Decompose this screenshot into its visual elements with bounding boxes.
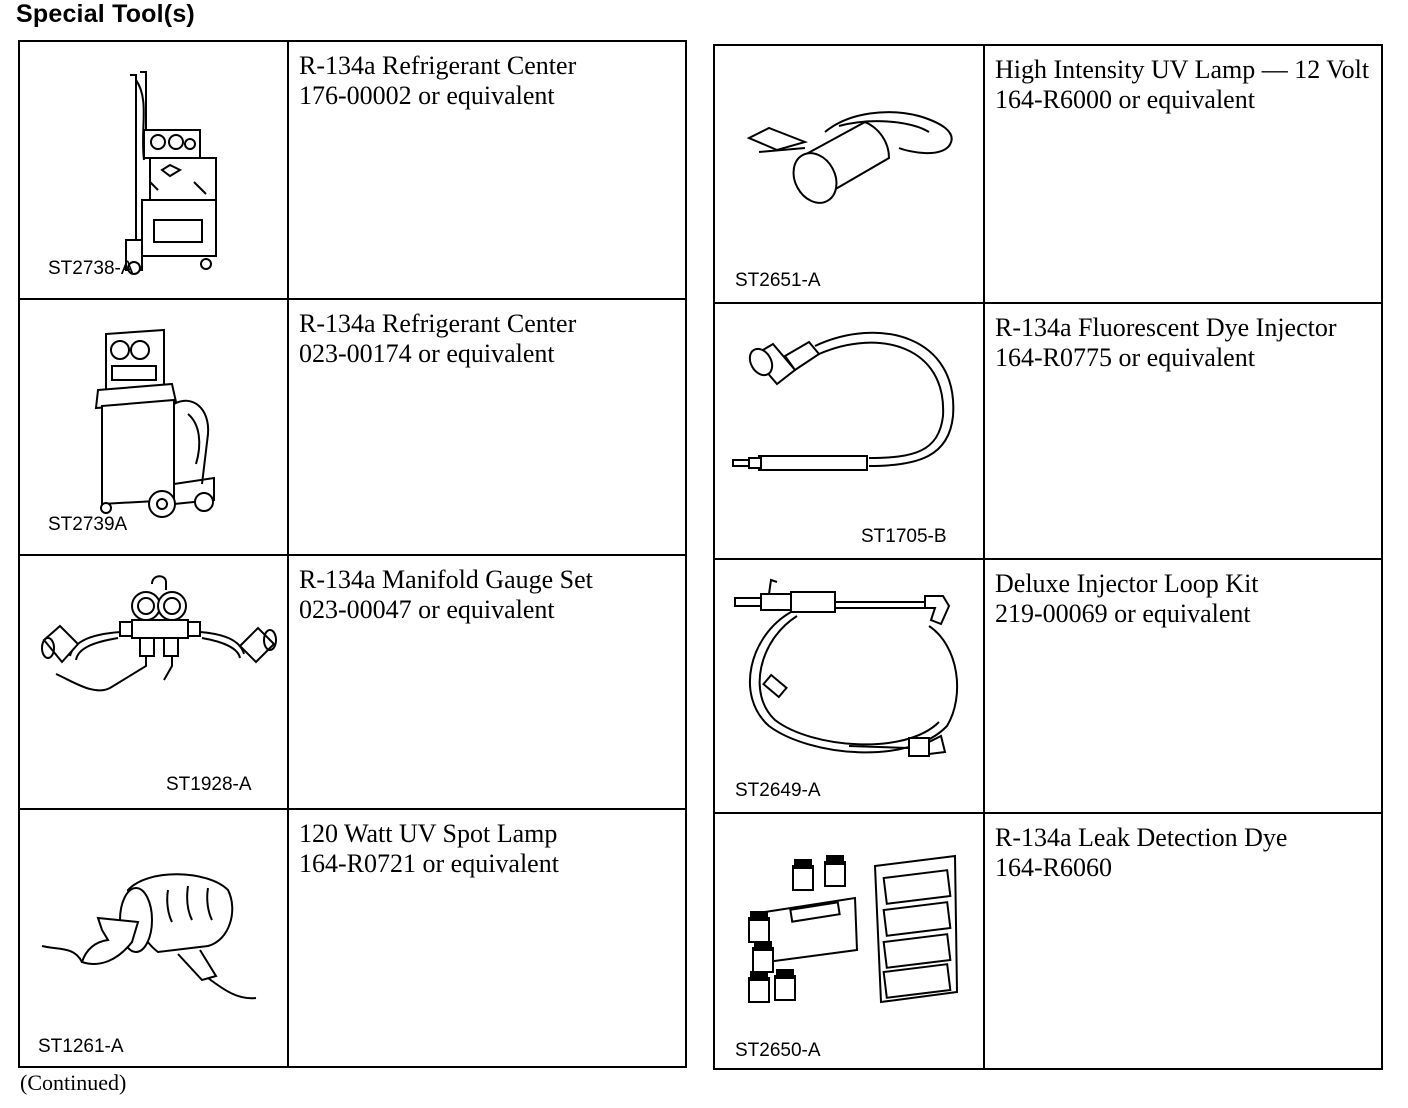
refrigerant-recovery-station-icon xyxy=(94,328,215,518)
tool-code: ST2738-A xyxy=(48,258,134,279)
tool-illustration-cell: ST1928-A xyxy=(20,556,289,810)
tool-name: Deluxe Injector Loop Kit xyxy=(995,569,1259,598)
tool-illustration-cell: ST1261-A xyxy=(20,810,289,1066)
tool-description: R-134a Refrigerant Center 023-00174 or e… xyxy=(289,300,685,556)
tool-row: ST2649-A Deluxe Injector Loop Kit 219-00… xyxy=(715,558,1381,814)
tool-illustration-cell: ST1705-B xyxy=(715,304,985,560)
tool-code: ST1261-A xyxy=(38,1036,124,1057)
refrigerant-center-cart-icon xyxy=(125,71,217,275)
uv-spot-lamp-icon xyxy=(41,873,257,1000)
tool-description: High Intensity UV Lamp — 12 Volt 164-R60… xyxy=(985,46,1381,304)
tool-illustration-cell: ST2649-A xyxy=(715,560,985,814)
tool-row: ST1928-A R-134a Manifold Gauge Set 023-0… xyxy=(20,554,685,810)
tool-illustration-cell: ST2738-A xyxy=(20,42,289,300)
tool-row: ST2738-A R-134a Refrigerant Center 176-0… xyxy=(20,42,685,300)
tool-part-number: 164-R0721 or equivalent xyxy=(299,849,559,878)
tool-description: R-134a Manifold Gauge Set 023-00047 or e… xyxy=(289,556,685,810)
dye-injector-icon xyxy=(732,331,955,471)
tool-row: ST2739A R-134a Refrigerant Center 023-00… xyxy=(20,298,685,556)
tool-name: R-134a Manifold Gauge Set xyxy=(299,565,593,594)
continued-note: (Continued) xyxy=(20,1070,127,1095)
tool-description: 120 Watt UV Spot Lamp 164-R0721 or equiv… xyxy=(289,810,685,1066)
tool-illustration-cell: ST2651-A xyxy=(715,46,985,304)
tool-code: ST2739A xyxy=(48,514,128,535)
tool-name: High Intensity UV Lamp — 12 Volt xyxy=(995,55,1370,84)
tool-row: ST2651-A High Intensity UV Lamp — 12 Vol… xyxy=(715,46,1381,304)
tool-part-number: 023-00174 or equivalent xyxy=(299,339,555,368)
tool-description: Deluxe Injector Loop Kit 219-00069 or eq… xyxy=(985,560,1381,814)
tool-part-number: 164-R6000 or equivalent xyxy=(995,85,1255,114)
tool-part-number: 164-R6060 xyxy=(995,853,1112,882)
tool-description: R-134a Leak Detection Dye 164-R6060 xyxy=(985,814,1381,1070)
tool-row: ST1261-A 120 Watt UV Spot Lamp 164-R0721… xyxy=(20,808,685,1066)
tool-code: ST1705-B xyxy=(861,526,947,547)
tool-description: R-134a Refrigerant Center 176-00002 or e… xyxy=(289,42,685,300)
tool-part-number: 164-R0775 or equivalent xyxy=(995,343,1255,372)
tool-name: R-134a Fluorescent Dye Injector xyxy=(995,313,1337,342)
tool-name: R-134a Refrigerant Center xyxy=(299,309,577,338)
tool-row: ST2650-A R-134a Leak Detection Dye 164-R… xyxy=(715,812,1381,1070)
tool-illustration-cell: ST2739A xyxy=(20,300,289,556)
tool-part-number: 219-00069 or equivalent xyxy=(995,599,1251,628)
leak-detection-dye-kit-icon xyxy=(748,854,959,1004)
manifold-gauge-set-icon xyxy=(41,575,277,692)
special-tools-table-right: ST2651-A High Intensity UV Lamp — 12 Vol… xyxy=(713,44,1383,1070)
tool-name: 120 Watt UV Spot Lamp xyxy=(299,819,558,848)
tool-description: R-134a Fluorescent Dye Injector 164-R077… xyxy=(985,304,1381,560)
injector-loop-kit-icon xyxy=(734,578,958,757)
tool-code: ST2649-A xyxy=(735,780,821,801)
tool-part-number: 023-00047 or equivalent xyxy=(299,595,555,624)
tool-name: R-134a Leak Detection Dye xyxy=(995,823,1288,852)
page-title: Special Tool(s) xyxy=(16,0,195,28)
tool-name: R-134a Refrigerant Center xyxy=(299,51,577,80)
tool-illustration-cell: ST2650-A xyxy=(715,814,985,1070)
tool-code: ST2651-A xyxy=(735,270,821,291)
tool-part-number: 176-00002 or equivalent xyxy=(299,81,555,110)
tool-row: ST1705-B R-134a Fluorescent Dye Injector… xyxy=(715,302,1381,560)
tool-code: ST2650-A xyxy=(735,1040,821,1061)
tool-code: ST1928-A xyxy=(166,774,252,795)
uv-lamp-12v-icon xyxy=(746,111,953,204)
special-tools-table-left: ST2738-A R-134a Refrigerant Center 176-0… xyxy=(18,40,687,1068)
